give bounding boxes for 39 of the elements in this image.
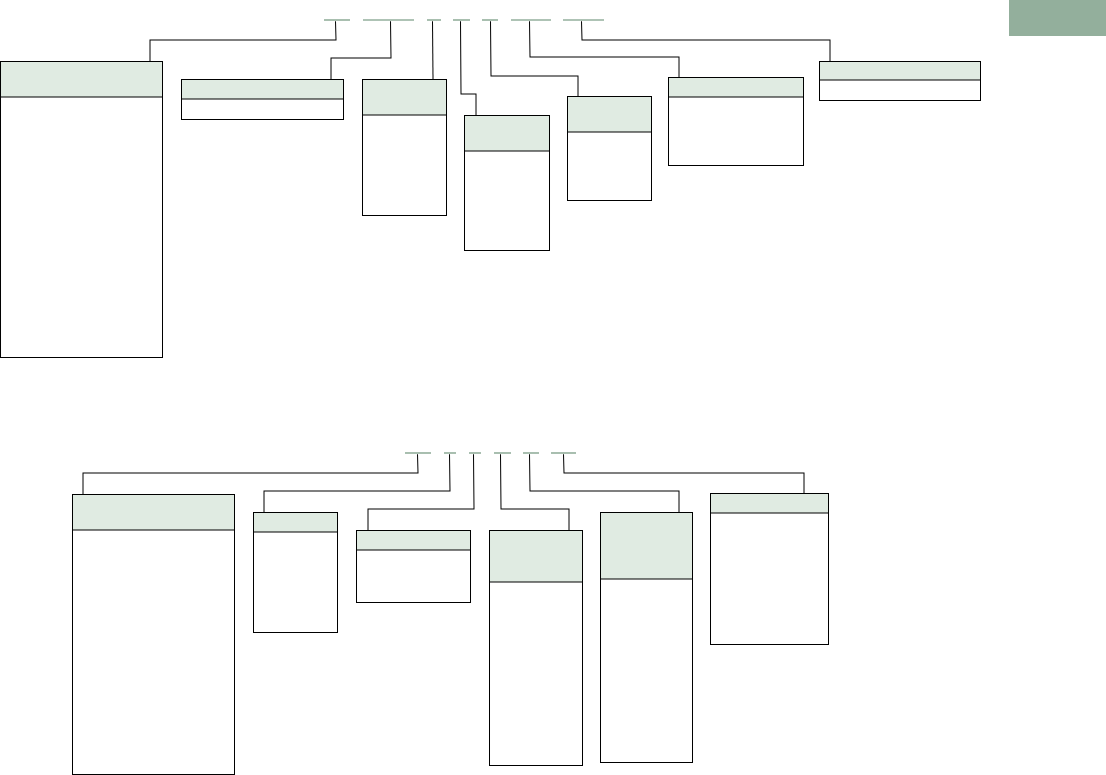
connector-line <box>529 20 680 78</box>
connector-line <box>490 20 579 97</box>
connector-line <box>367 453 475 531</box>
underline-bar <box>523 452 539 454</box>
connector-line <box>149 20 337 62</box>
connector-line <box>563 453 805 494</box>
connector-line <box>82 453 419 495</box>
underline-bar <box>427 19 441 21</box>
underline-bar <box>405 452 431 454</box>
table-box <box>180 79 344 120</box>
connector-line <box>500 453 570 531</box>
table-box <box>361 79 447 216</box>
underline-bar <box>563 19 604 21</box>
connector-line <box>330 20 392 80</box>
table-box <box>488 530 583 766</box>
table-box <box>709 493 829 645</box>
underline-bar <box>469 452 481 454</box>
table-box <box>252 512 338 633</box>
underline-bar <box>453 19 470 21</box>
underline-bar <box>363 19 414 21</box>
table-box <box>667 77 804 166</box>
table-box <box>0 61 163 358</box>
underline-bar <box>494 452 511 454</box>
connector-line <box>263 453 451 513</box>
underline-bar <box>482 19 498 21</box>
underline-bar <box>444 452 456 454</box>
underline-bar <box>511 19 551 21</box>
table-box <box>71 494 235 775</box>
underline-bar <box>324 19 350 21</box>
table-box <box>818 61 981 101</box>
table-box <box>463 115 550 251</box>
connector-line <box>581 20 831 62</box>
underline-bar <box>551 452 576 454</box>
connector-line <box>460 20 477 116</box>
table-box <box>355 530 471 603</box>
table-box <box>566 96 652 201</box>
table-box <box>599 512 693 763</box>
connector-line <box>432 20 434 80</box>
connector-line <box>529 453 680 513</box>
